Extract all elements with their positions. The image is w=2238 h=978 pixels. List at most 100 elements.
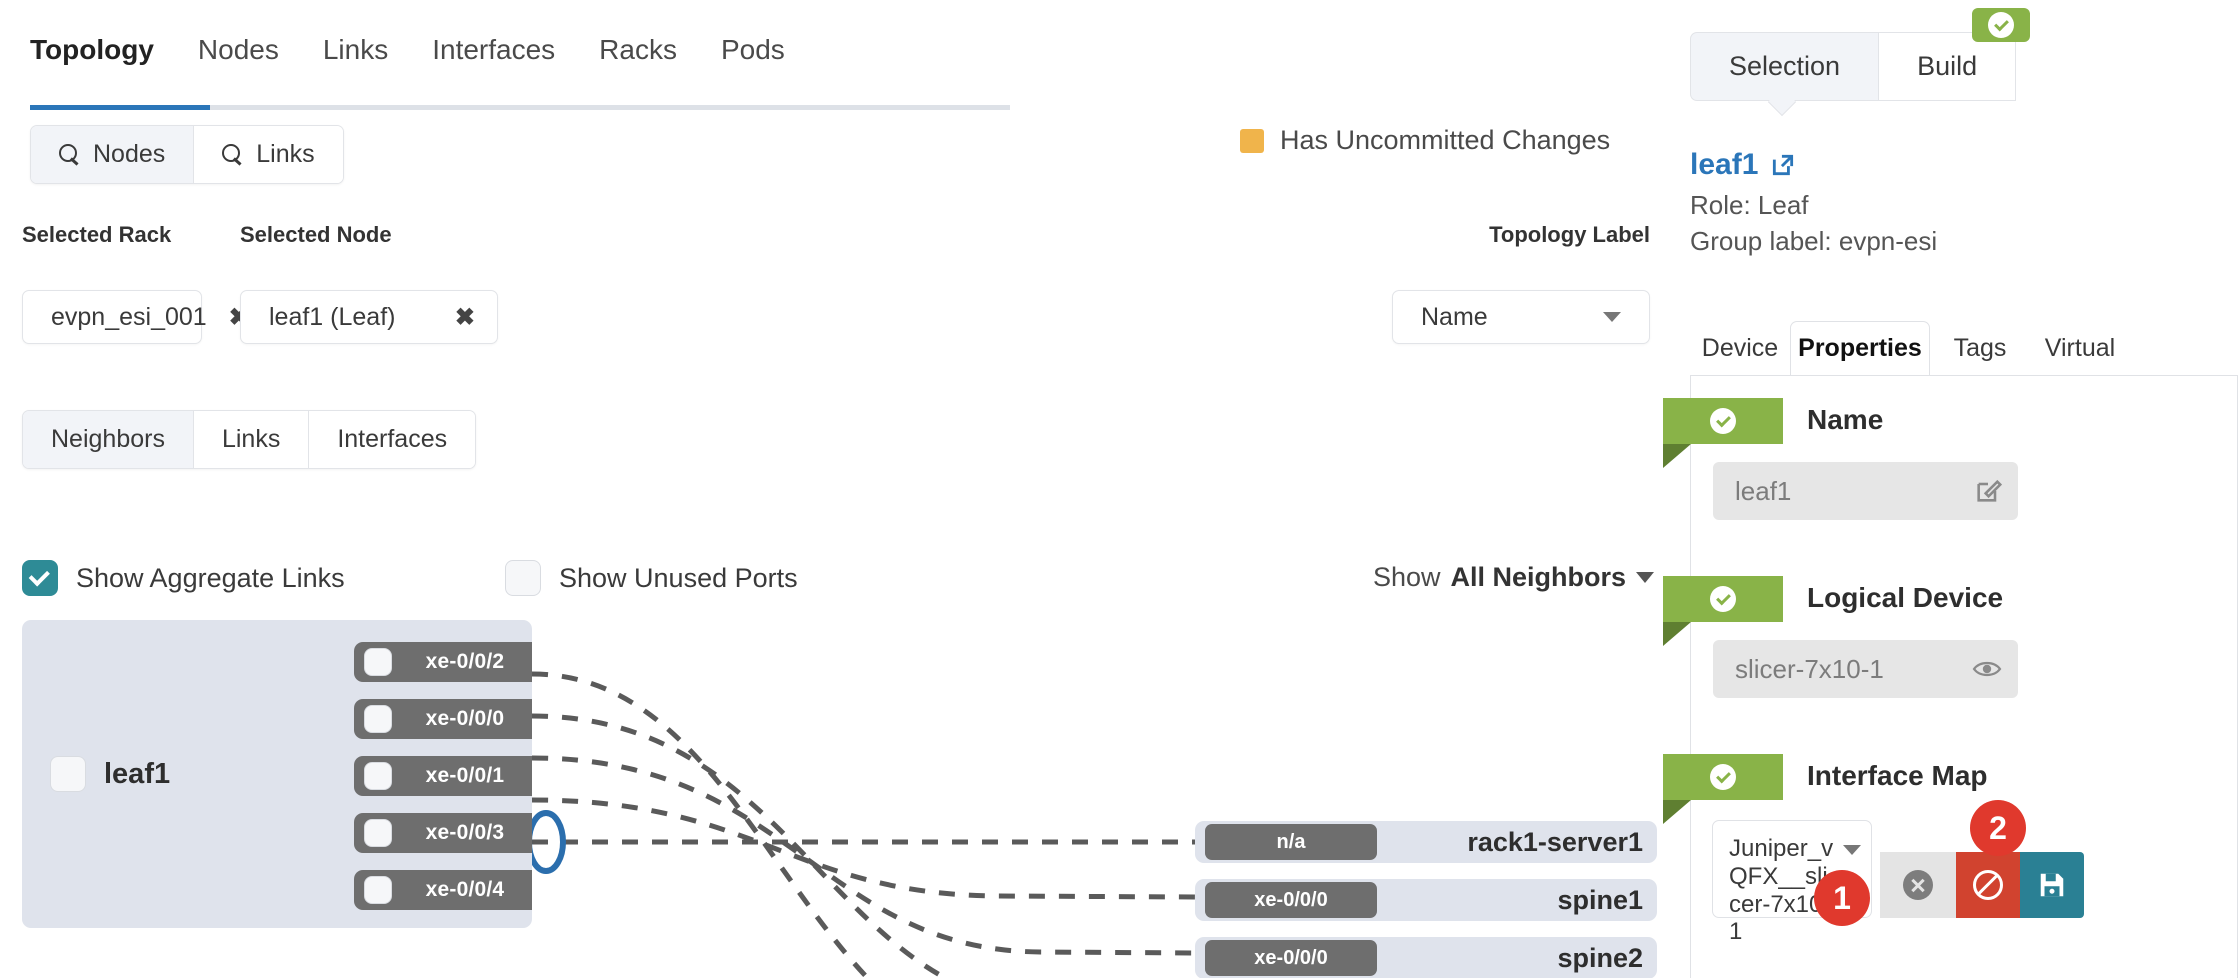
selected-node-field[interactable]: leaf1 (Leaf) ✖ — [240, 290, 498, 344]
selected-node-link[interactable]: leaf1 — [1690, 148, 1796, 182]
ribbon-fold — [1663, 444, 1691, 468]
panel-sub-tab-group: Device Properties Tags Virtual — [1690, 321, 2238, 376]
port-select-checkbox[interactable] — [364, 705, 392, 733]
port-chip[interactable]: xe-0/0/1 — [354, 756, 532, 796]
search-toggle-group: Nodes Links — [30, 125, 344, 184]
tab-nodes[interactable]: Nodes — [197, 34, 279, 65]
neighbor-node-name: spine2 — [1557, 942, 1643, 973]
port-chip[interactable]: xe-0/0/0 — [354, 699, 532, 739]
chevron-down-icon — [1636, 572, 1654, 583]
interface-map-select[interactable]: Juniper_vQFX__slicer-7x10-1 — [1712, 820, 1872, 945]
property-title-name: Name — [1807, 404, 1884, 435]
neighbor-node-name: rack1-server1 — [1467, 826, 1643, 857]
selected-node-title: leaf1 — [1690, 148, 1759, 181]
show-unused-ports-label: Show Unused Ports — [559, 562, 798, 593]
port-select-checkbox[interactable] — [364, 762, 392, 790]
tab-links[interactable]: Links — [322, 34, 389, 65]
neighbor-node-name: spine1 — [1557, 884, 1643, 915]
port-select-checkbox[interactable] — [364, 648, 392, 676]
name-field[interactable]: leaf1 — [1713, 462, 2018, 520]
interface-map-action-bar — [1880, 852, 2084, 918]
port-chip[interactable]: xe-0/0/4 — [354, 870, 532, 910]
topology-neighbor-node[interactable]: n/a rack1-server1 — [1195, 821, 1657, 863]
panel-tab-build[interactable]: Build — [1878, 32, 2017, 101]
show-unused-ports-option[interactable]: Show Unused Ports — [505, 560, 798, 596]
x-circle-icon — [1903, 870, 1933, 900]
logical-device-value: slicer-7x10-1 — [1735, 653, 1884, 684]
leaf1-node-label: leaf1 — [50, 756, 170, 792]
uncommitted-changes-legend: Has Uncommitted Changes — [1240, 125, 1610, 156]
leaf1-select-checkbox[interactable] — [50, 756, 86, 792]
topology-options-row: Show Aggregate Links Show Unused Ports S… — [0, 560, 1672, 608]
clear-interface-map-button[interactable] — [1880, 852, 1956, 918]
tab-pods[interactable]: Pods — [720, 34, 785, 65]
port-name: xe-0/0/2 — [425, 650, 505, 673]
sub-tab-virtual[interactable]: Virtual — [2044, 334, 2116, 362]
check-circle-icon — [1988, 12, 2014, 38]
annotation-badge-2: 2 — [1970, 800, 2026, 856]
property-title-interface-map: Interface Map — [1807, 760, 1988, 791]
uncommitted-legend-label: Has Uncommitted Changes — [1280, 125, 1611, 155]
search-links-button[interactable]: Links — [194, 126, 343, 183]
name-value: leaf1 — [1735, 475, 1792, 506]
view-mode-toggle-group: Neighbors Links Interfaces — [22, 410, 477, 469]
external-link-icon[interactable] — [1770, 152, 1796, 178]
selected-rack-label: Selected Rack — [22, 222, 172, 247]
property-title-logical-device: Logical Device — [1807, 582, 2004, 613]
clear-node-icon[interactable]: ✖ — [454, 303, 475, 331]
neighbor-port-chip[interactable]: n/a — [1205, 824, 1377, 860]
show-unused-ports-checkbox[interactable] — [505, 560, 541, 596]
name-status-ribbon — [1663, 398, 1783, 468]
logical-device-field[interactable]: slicer-7x10-1 — [1713, 640, 2018, 698]
logical-device-status-ribbon — [1663, 576, 1783, 646]
sub-tab-tags[interactable]: Tags — [1953, 334, 2007, 362]
show-prefix-label: Show — [1372, 562, 1441, 592]
cancel-interface-map-button[interactable] — [1956, 852, 2020, 918]
topology-label-select[interactable]: Name — [1392, 290, 1650, 344]
topology-neighbor-node[interactable]: xe-0/0/0 spine1 — [1195, 879, 1657, 921]
search-nodes-label: Nodes — [93, 140, 166, 168]
selected-rack-field[interactable]: evpn_esi_001 ✖ — [22, 290, 249, 344]
port-chip[interactable]: xe-0/0/3 — [354, 813, 532, 853]
selection-panel: Selection Build leaf1 Role: Leaf Group l… — [1663, 0, 2238, 978]
chevron-down-icon — [1603, 312, 1621, 322]
view-neighbors-button[interactable]: Neighbors — [23, 411, 194, 468]
ribbon-fold — [1663, 800, 1691, 824]
check-circle-icon — [1710, 764, 1736, 790]
ribbon-fold — [1663, 622, 1691, 646]
show-aggregate-links-checkbox[interactable] — [22, 560, 58, 596]
port-select-checkbox[interactable] — [364, 876, 392, 904]
view-interfaces-button[interactable]: Interfaces — [309, 411, 476, 468]
show-aggregate-links-label: Show Aggregate Links — [76, 562, 345, 593]
tab-underline — [30, 105, 1010, 110]
tab-racks[interactable]: Racks — [599, 34, 677, 65]
edit-icon[interactable] — [1974, 477, 2002, 505]
selected-node-role: Role: Leaf — [1690, 190, 1809, 220]
neighbor-port-chip[interactable]: xe-0/0/0 — [1205, 882, 1377, 918]
topology-node-leaf1[interactable]: leaf1 xe-0/0/2 xe-0/0/0 xe-0/0/1 xe-0/0/… — [22, 620, 532, 928]
port-name: xe-0/0/4 — [425, 878, 505, 901]
uncommitted-color-swatch — [1240, 128, 1264, 153]
sub-tab-properties[interactable]: Properties — [1790, 321, 1930, 376]
view-links-button[interactable]: Links — [193, 411, 310, 468]
tab-interfaces[interactable]: Interfaces — [432, 34, 556, 65]
selected-node-value: leaf1 (Leaf) — [269, 302, 396, 331]
commit-status-badge[interactable] — [1972, 8, 2030, 42]
port-chip[interactable]: xe-0/0/2 — [354, 642, 532, 682]
sub-tab-device[interactable]: Device — [1701, 334, 1779, 362]
topology-diagram[interactable]: leaf1 xe-0/0/2 xe-0/0/0 xe-0/0/1 xe-0/0/… — [0, 620, 1690, 978]
search-icon — [59, 143, 81, 166]
port-select-checkbox[interactable] — [364, 819, 392, 847]
save-interface-map-button[interactable] — [2020, 852, 2084, 918]
neighbor-port-chip[interactable]: xe-0/0/0 — [1205, 940, 1377, 976]
selected-node-label: Selected Node — [240, 222, 392, 247]
show-neighbors-dropdown[interactable]: Show All Neighbors — [1373, 562, 1654, 593]
tab-topology[interactable]: Topology — [30, 34, 154, 65]
show-aggregate-links-option[interactable]: Show Aggregate Links — [22, 560, 345, 596]
panel-tab-group: Selection Build — [1690, 32, 2017, 117]
search-nodes-button[interactable]: Nodes — [31, 126, 195, 183]
topology-label-label: Topology Label — [1489, 222, 1650, 247]
topology-neighbor-node[interactable]: xe-0/0/0 spine2 — [1195, 937, 1657, 978]
eye-icon[interactable] — [1972, 657, 2002, 681]
panel-tab-selection[interactable]: Selection — [1690, 32, 1879, 101]
